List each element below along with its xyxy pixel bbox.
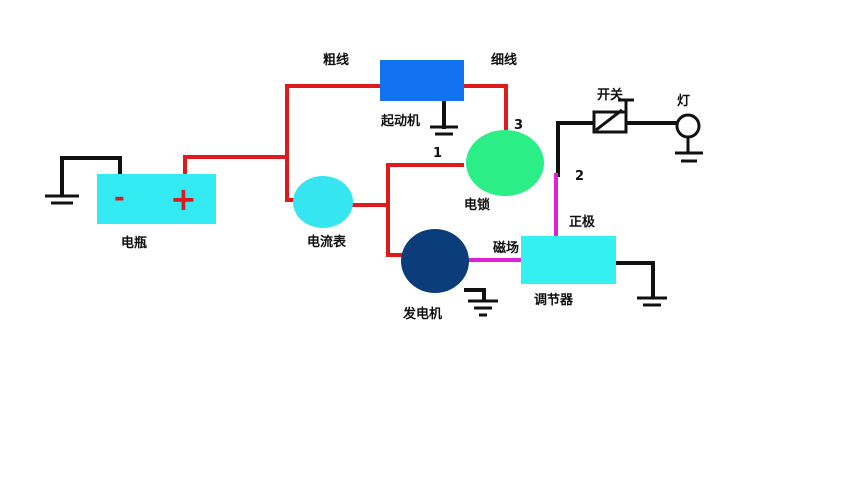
ignition-switch-body (466, 130, 544, 196)
wire-ammeter-to-ignition-1 (386, 163, 464, 207)
battery-body (97, 174, 216, 224)
label-terminal-3: 3 (514, 118, 523, 133)
label-starter: 起动机 (380, 113, 420, 129)
label-thin-wire: 细线 (491, 52, 517, 68)
wire-ignition-2-to-switch (554, 121, 596, 177)
label-regulator: 调节器 (534, 292, 574, 308)
field-wires (468, 173, 558, 262)
wire-ammeter-to-generator (350, 203, 405, 257)
label-positive-terminal: 正极 (569, 214, 596, 230)
battery-minus-sign: - (114, 183, 125, 213)
ground-symbol-regulator (637, 296, 667, 307)
lamp-icon (675, 113, 701, 139)
label-thick-wire: 粗线 (323, 52, 349, 68)
label-lamp: 灯 (677, 93, 690, 109)
label-ammeter: 电流表 (307, 234, 347, 250)
label-generator: 发电机 (402, 306, 442, 322)
ground-symbol-battery (45, 194, 79, 205)
ground-symbol-generator (468, 299, 498, 317)
label-terminal-1: 1 (433, 146, 442, 161)
generator-body (401, 229, 469, 293)
wire-thick-to-starter (285, 84, 382, 159)
regulator-body (521, 236, 616, 284)
switch-blade (595, 108, 623, 132)
ground-symbol-starter (430, 125, 458, 136)
positive-wires (183, 84, 508, 257)
starter-body (380, 60, 464, 101)
wire-regulator-to-ground (613, 261, 655, 299)
label-terminal-2: 2 (575, 169, 584, 184)
ground-symbol-lamp (675, 137, 703, 163)
label-field: 磁场 (493, 240, 519, 256)
ammeter-body (293, 176, 353, 228)
label-battery: 电瓶 (121, 235, 147, 251)
label-ignition-switch: 电锁 (464, 197, 490, 213)
wire-thin-starter-to-ignition (461, 84, 508, 135)
battery-plus-sign: + (170, 180, 197, 218)
label-switch: 开关 (597, 87, 623, 103)
